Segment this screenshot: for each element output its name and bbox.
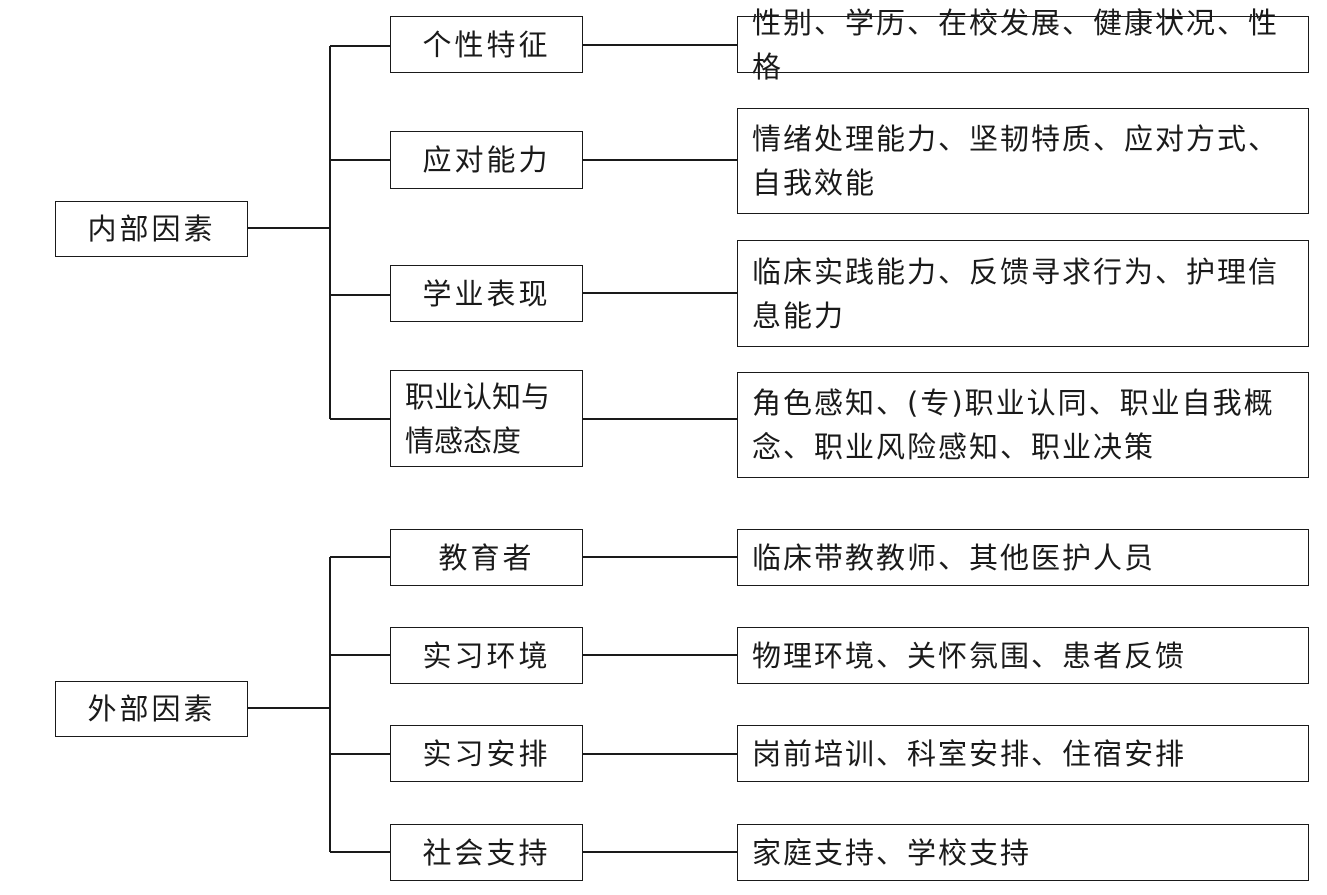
root-box-internal: 内部因素 xyxy=(55,201,248,257)
category-box-internship-arrangement: 实习安排 xyxy=(390,725,583,782)
category-box-internship-environment: 实习环境 xyxy=(390,627,583,684)
detail-box-educators: 临床带教教师、其他医护人员 xyxy=(737,529,1309,586)
detail-text: 临床实践能力、反馈寻求行为、护理信息能力 xyxy=(752,254,1280,333)
category-box-social-support: 社会支持 xyxy=(390,824,583,881)
detail-box-coping-ability: 情绪处理能力、坚韧特质、应对方式、自我效能 xyxy=(737,108,1309,214)
detail-text: 物理环境、关怀氛围、患者反馈 xyxy=(752,638,1187,673)
detail-text: 情绪处理能力、坚韧特质、应对方式、自我效能 xyxy=(752,122,1280,200)
detail-text: 家庭支持、学校支持 xyxy=(752,835,1032,870)
category-box-academic-performance: 学业表现 xyxy=(390,265,583,322)
detail-text: 临床带教教师、其他医护人员 xyxy=(752,540,1156,575)
root-label-internal: 内部因素 xyxy=(87,212,216,246)
category-label: 应对能力 xyxy=(422,143,551,177)
category-label: 实习安排 xyxy=(422,736,551,771)
category-label: 社会支持 xyxy=(422,835,551,870)
category-label: 个性特征 xyxy=(422,27,551,62)
root-label-external: 外部因素 xyxy=(87,692,216,726)
detail-box-internship-arrangement: 岗前培训、科室安排、住宿安排 xyxy=(737,725,1309,782)
category-box-career-cognition: 职业认知与情感态度 xyxy=(390,370,583,467)
detail-box-personal-traits: 性别、学历、在校发展、健康状况、性格 xyxy=(737,6,1309,84)
category-label: 职业认知与情感态度 xyxy=(405,379,551,458)
category-label: 实习环境 xyxy=(422,638,551,673)
detail-text: 岗前培训、科室安排、住宿安排 xyxy=(752,736,1187,771)
category-box-coping-ability: 应对能力 xyxy=(390,131,583,189)
category-label: 教育者 xyxy=(438,540,535,575)
detail-box-career-cognition: 角色感知、(专)职业认同、职业自我概念、职业风险感知、职业决策 xyxy=(737,372,1309,478)
root-box-external: 外部因素 xyxy=(55,681,248,737)
detail-text: 性别、学历、在校发展、健康状况、性格 xyxy=(752,5,1280,84)
category-box-personal-traits: 个性特征 xyxy=(390,16,583,73)
category-box-educators: 教育者 xyxy=(390,529,583,586)
detail-box-internship-environment: 物理环境、关怀氛围、患者反馈 xyxy=(737,627,1309,684)
category-label: 学业表现 xyxy=(422,276,551,311)
detail-text: 角色感知、(专)职业认同、职业自我概念、职业风险感知、职业决策 xyxy=(752,386,1275,464)
detail-box-academic-performance: 临床实践能力、反馈寻求行为、护理信息能力 xyxy=(737,240,1309,347)
detail-box-social-support: 家庭支持、学校支持 xyxy=(737,824,1309,881)
